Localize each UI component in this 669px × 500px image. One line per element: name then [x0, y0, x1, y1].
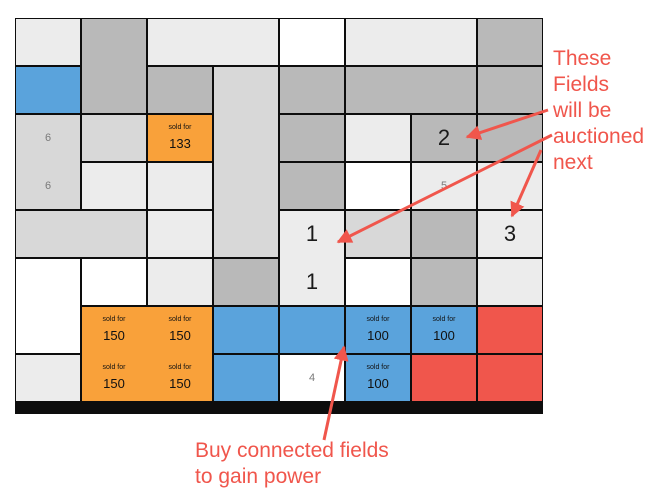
sold-price: 150 — [103, 376, 125, 391]
sold-tile-label: sold for 133 — [147, 114, 213, 162]
auction-note-line: These — [553, 47, 612, 70]
arrow-to-field-1 — [336, 133, 553, 244]
field-group[interactable] — [15, 258, 81, 354]
field-group[interactable] — [15, 210, 147, 258]
buy-note-line: to gain power — [195, 465, 322, 488]
field-number: 5 — [440, 180, 448, 192]
field-tile[interactable] — [15, 66, 81, 114]
sold-price: 133 — [169, 136, 191, 151]
field-tile[interactable] — [147, 162, 213, 210]
field-tile[interactable] — [15, 18, 81, 66]
sold-tile-label: sold for 150 — [81, 306, 147, 354]
sold-for-text: sold for — [432, 316, 456, 323]
field-tile[interactable] — [147, 210, 213, 258]
sold-for-text: sold for — [102, 364, 126, 371]
sold-for-text: sold for — [168, 124, 192, 131]
auction-annotation: These Fields will be auctioned next — [553, 46, 644, 176]
sold-tile-label: sold for 150 — [81, 354, 147, 402]
sold-for-text: sold for — [102, 316, 126, 323]
field-tile[interactable] — [81, 114, 147, 162]
sold-price: 100 — [367, 376, 389, 391]
field-group[interactable] — [213, 306, 345, 354]
sold-for-text: sold for — [168, 364, 192, 371]
field-tile[interactable] — [411, 162, 477, 210]
field-tile[interactable] — [411, 210, 477, 258]
arrow-to-connected-fields — [322, 345, 349, 441]
sold-price: 150 — [169, 376, 191, 391]
buy-annotation: Buy connected fields to gain power — [195, 438, 389, 490]
field-tile[interactable] — [81, 162, 147, 210]
field-tile[interactable] — [477, 258, 543, 306]
field-tile[interactable] — [345, 258, 411, 306]
sold-price: 150 — [103, 328, 125, 343]
sold-price: 100 — [433, 328, 455, 343]
field-tile[interactable] — [345, 162, 411, 210]
sold-for-text: sold for — [366, 316, 390, 323]
field-group[interactable] — [279, 66, 345, 210]
field-group[interactable] — [411, 354, 543, 402]
sold-tile-label: sold for 150 — [147, 306, 213, 354]
field-group[interactable] — [345, 66, 477, 114]
auction-note-line: will be — [553, 99, 612, 122]
field-tile[interactable] — [279, 114, 345, 162]
sold-tile-label: sold for 150 — [147, 354, 213, 402]
field-tile[interactable] — [477, 210, 543, 258]
field-group[interactable] — [213, 66, 279, 258]
field-group[interactable] — [147, 18, 279, 66]
field-tile[interactable] — [15, 354, 81, 402]
auction-order-number: 3 — [503, 221, 517, 246]
field-tile[interactable] — [81, 258, 147, 306]
field-group[interactable] — [15, 114, 81, 210]
buy-note-line: Buy connected fields — [195, 439, 389, 462]
sold-for-text: sold for — [168, 316, 192, 323]
field-group[interactable] — [411, 306, 543, 354]
field-tile[interactable] — [147, 258, 213, 306]
sold-tile-label: sold for 100 — [345, 306, 411, 354]
field-group[interactable] — [81, 18, 147, 114]
field-group[interactable] — [279, 210, 345, 306]
sold-tile-label: sold for 100 — [345, 354, 411, 402]
field-tile[interactable] — [477, 66, 543, 114]
sold-price: 150 — [169, 328, 191, 343]
field-tile[interactable] — [279, 18, 345, 66]
field-tile[interactable] — [345, 354, 411, 402]
field-tile[interactable] — [411, 354, 477, 402]
auction-note-line: auctioned — [553, 125, 645, 148]
field-tile[interactable] — [345, 114, 411, 162]
auction-note-line: next — [553, 151, 593, 174]
sold-tile-label: sold for 100 — [411, 306, 477, 354]
field-group[interactable] — [345, 18, 477, 66]
sold-price: 100 — [367, 328, 389, 343]
field-tile[interactable] — [213, 354, 279, 402]
auction-order-number: 2 — [437, 125, 451, 150]
sold-for-text: sold for — [366, 364, 390, 371]
field-number: 6 — [44, 132, 52, 144]
auction-order-number: 1 — [305, 269, 319, 294]
auction-order-number: 1 — [305, 221, 319, 246]
auction-note-line: Fields — [553, 73, 610, 96]
field-tile[interactable] — [477, 306, 543, 354]
field-number: 4 — [308, 372, 316, 384]
field-tile[interactable] — [147, 114, 213, 162]
field-tile[interactable] — [477, 18, 543, 66]
field-number: 6 — [44, 180, 52, 192]
field-tile[interactable] — [213, 258, 279, 306]
field-tile[interactable] — [411, 258, 477, 306]
arrow-to-field-3 — [510, 149, 543, 218]
arrow-to-field-2 — [465, 108, 549, 140]
field-tile[interactable] — [147, 66, 213, 114]
field-group[interactable] — [81, 306, 213, 402]
